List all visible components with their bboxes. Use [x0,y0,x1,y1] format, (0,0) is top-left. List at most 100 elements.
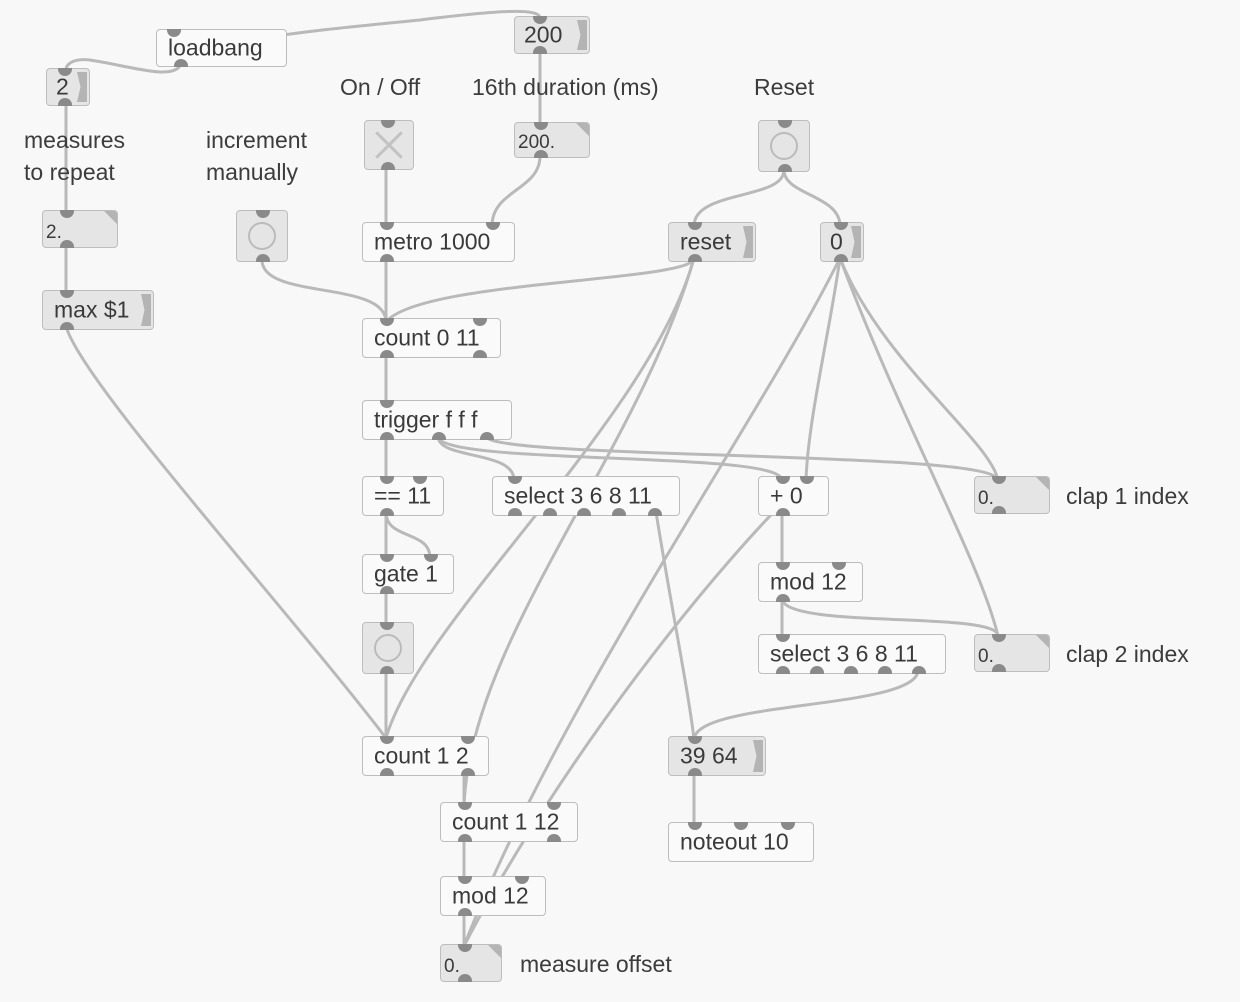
max-message[interactable]: max $1 [42,290,154,330]
outlet[interactable] [60,322,74,330]
select-b-object[interactable]: select 3 6 8 11 [758,634,946,674]
equals-11-object[interactable]: == 11 [362,476,444,516]
outlet[interactable] [547,834,561,842]
outlet[interactable] [533,46,547,54]
outlet[interactable] [380,254,394,262]
outlet[interactable] [778,164,792,172]
outlet[interactable] [458,974,472,982]
inlet[interactable] [992,634,1006,642]
inlet[interactable] [380,622,394,630]
plus-0-object[interactable]: + 0 [758,476,829,516]
outlet[interactable] [508,508,522,516]
message-flag-icon [743,226,753,258]
object-label: mod 12 [452,882,529,909]
outlet[interactable] [688,254,702,262]
outlet[interactable] [776,594,790,602]
outlet[interactable] [648,508,662,516]
inlet[interactable] [473,318,487,326]
outlet[interactable] [878,666,892,674]
select-a-object[interactable]: select 3 6 8 11 [492,476,680,516]
inlet[interactable] [167,29,181,37]
reset-bang[interactable] [758,120,810,172]
outlet[interactable] [992,506,1006,514]
inlet[interactable] [992,476,1006,484]
inlet[interactable] [458,944,472,952]
inlet[interactable] [461,736,475,744]
clap1-index-number[interactable]: 0. [974,476,1050,514]
gate-output-bang[interactable] [362,622,414,674]
duration-int-number[interactable]: 200 [514,16,590,54]
inlet[interactable] [256,210,270,218]
outlet[interactable] [992,664,1006,672]
outlet[interactable] [912,666,926,674]
inlet[interactable] [800,476,814,484]
outlet[interactable] [380,666,394,674]
cord-trig2-to-clap1 [484,434,1000,482]
on-off-toggle[interactable] [364,120,414,170]
mod12-a-object[interactable]: mod 12 [758,562,863,602]
comment-clap1-index: clap 1 index [1066,483,1189,509]
measure-offset-number[interactable]: 0. [440,944,502,982]
outlet[interactable] [810,666,824,674]
outlet[interactable] [60,240,74,248]
outlet[interactable] [380,432,394,440]
measures-int-number[interactable]: 2 [46,68,90,106]
trigger-object[interactable]: trigger f f f [362,400,512,440]
number-corner-icon [488,945,501,958]
cord-select11-to-note [654,510,696,742]
inlet[interactable] [486,222,500,230]
reset-message[interactable]: reset [668,222,756,262]
count-main-object[interactable]: count 0 11 [362,318,501,358]
object-label: trigger f f f [374,406,478,433]
clap2-index-number[interactable]: 0. [974,634,1050,672]
metro-object[interactable]: metro 1000 [362,222,515,262]
outlet[interactable] [844,666,858,674]
outlet[interactable] [256,254,270,262]
inlet[interactable] [381,120,395,128]
gate-object[interactable]: gate 1 [362,554,454,594]
inlet[interactable] [534,122,548,130]
number-value: 2. [46,222,62,243]
mod12-b-object[interactable]: mod 12 [440,876,546,916]
inlet[interactable] [781,822,795,830]
increment-manual-bang[interactable] [236,210,288,262]
outlet[interactable] [776,666,790,674]
outlet[interactable] [461,768,475,776]
count-1-2-object[interactable]: count 1 2 [362,736,489,776]
outlet[interactable] [380,768,394,776]
outlet[interactable] [834,254,848,262]
inlet[interactable] [58,68,72,76]
outlet[interactable] [381,162,395,170]
outlet[interactable] [380,350,394,358]
noteout-object[interactable]: noteout 10 [668,822,814,862]
measures-float-number[interactable]: 2. [42,210,118,248]
zero-message[interactable]: 0 [820,222,864,262]
outlet[interactable] [174,59,188,67]
cord-eq-to-gate1 [384,510,432,560]
outlet[interactable] [380,586,394,594]
outlet[interactable] [58,98,72,106]
outlet[interactable] [612,508,626,516]
duration-float-number[interactable]: 200. [514,122,590,158]
outlet[interactable] [458,908,472,916]
loadbang-object[interactable]: loadbang [156,29,287,67]
outlet[interactable] [543,508,557,516]
inlet[interactable] [834,222,848,230]
note-message[interactable]: 39 64 [668,736,766,776]
outlet[interactable] [380,508,394,516]
outlet[interactable] [458,834,472,842]
comment-clap2-index: clap 2 index [1066,641,1189,667]
outlet[interactable] [432,432,446,440]
outlet[interactable] [480,432,494,440]
inlet[interactable] [380,736,394,744]
outlet[interactable] [688,768,702,776]
inlet[interactable] [60,210,74,218]
count-1-12-object[interactable]: count 1 12 [440,802,578,842]
inlet[interactable] [778,120,792,128]
outlet[interactable] [577,508,591,516]
outlet[interactable] [473,350,487,358]
outlet[interactable] [534,150,548,158]
object-label: loadbang [168,34,263,61]
outlet[interactable] [776,508,790,516]
